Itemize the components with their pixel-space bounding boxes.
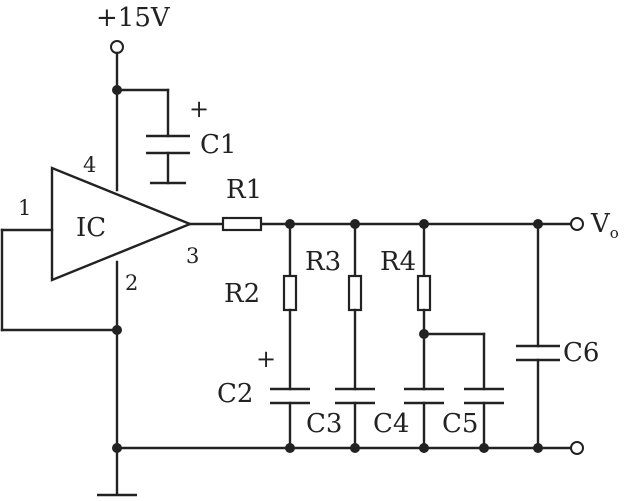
output-terminal: [570, 217, 584, 231]
c1-polarity-plus: +: [189, 95, 209, 123]
c5-label: C5: [442, 409, 478, 439]
ic-pin1-label: 1: [18, 196, 31, 220]
resistor-r3: [347, 274, 363, 312]
branch-r2-c2: [270, 222, 310, 450]
branch-r4-c4-c5: [404, 222, 504, 450]
capacitor-c1: [146, 134, 190, 185]
supply-terminal: [110, 40, 124, 54]
junction-dot: [112, 325, 122, 335]
resistor-r1: [221, 216, 263, 232]
ic-pin4-label: 4: [83, 153, 96, 177]
c3-label: C3: [306, 409, 342, 439]
ic-pin2-label: 2: [125, 271, 138, 295]
resistor-r2: [282, 274, 298, 312]
ic-amplifier-symbol: [50, 166, 194, 282]
r4-label: R4: [380, 247, 416, 277]
r2-label: R2: [224, 279, 260, 309]
ground-rail: [112, 441, 584, 455]
c4-label: C4: [373, 409, 409, 439]
ic-wiring: [0, 228, 122, 495]
c1-label: C1: [200, 130, 236, 160]
c2-label: C2: [217, 379, 253, 409]
r3-label: R3: [305, 247, 341, 277]
junction-dot: [112, 443, 122, 453]
supply-rail: [110, 40, 170, 192]
junction-dot: [112, 85, 122, 95]
c6-label: C6: [563, 338, 599, 368]
output-label-main: V: [590, 209, 611, 239]
c2-polarity-plus: +: [256, 345, 276, 373]
branch-r3-c3: [335, 222, 375, 450]
ic-label: IC: [76, 213, 106, 243]
output-label: Vo: [590, 209, 619, 242]
output-label-subscript: o: [610, 224, 619, 242]
supply-label: +15V: [96, 3, 171, 33]
branch-c6: [516, 222, 560, 450]
resistor-r4: [416, 274, 432, 312]
output-line: [188, 216, 584, 232]
ground-terminal: [570, 441, 584, 455]
ic-pin3-label: 3: [186, 244, 199, 268]
r1-label: R1: [226, 175, 262, 205]
